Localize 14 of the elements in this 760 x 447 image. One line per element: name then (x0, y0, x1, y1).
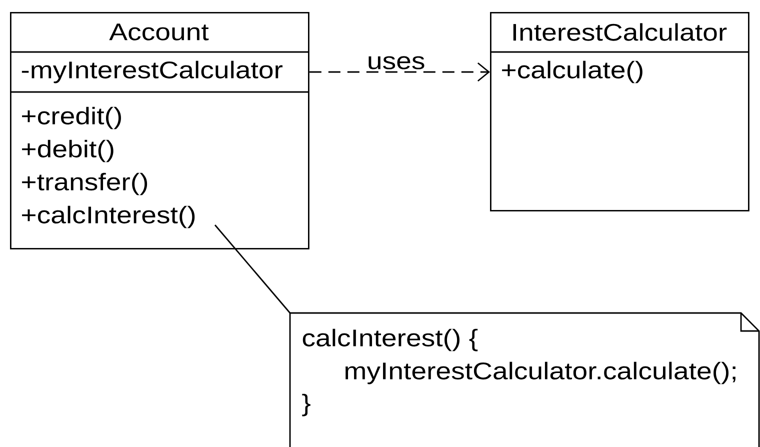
method: +transfer() (22, 172, 148, 196)
code-line: calcInterest() { (302, 328, 478, 352)
edge-label: uses (368, 56, 424, 70)
leader-line (214, 224, 291, 314)
attribute: -myInterestCalculator (22, 60, 282, 84)
method: +debit() (22, 140, 114, 162)
method: +calcInterest() (22, 206, 195, 228)
class-name: Account (109, 24, 209, 40)
method: +calculate() (502, 60, 642, 84)
code-line: } (302, 394, 310, 416)
method: +credit() (22, 106, 121, 130)
dependency-arrow (309, 62, 490, 82)
class-name: InterestCalculator (513, 23, 727, 41)
code-line: myInterestCalculator.calculate(); (346, 362, 736, 384)
